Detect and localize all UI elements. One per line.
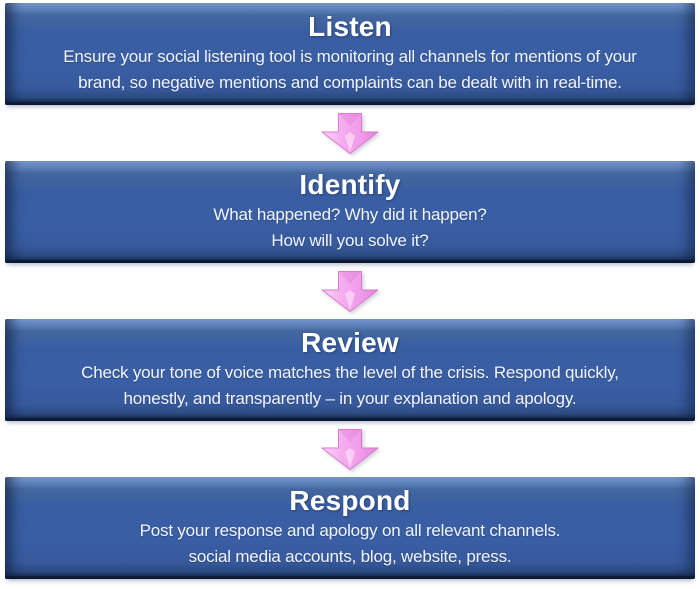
- step-body-line: Check your tone of voice matches the lev…: [81, 363, 619, 382]
- step-box: Listen Ensure your social listening tool…: [5, 3, 695, 105]
- connector-row: [0, 421, 700, 477]
- step-respond: Respond Post your response and apology o…: [0, 477, 700, 579]
- down-arrow-icon: [321, 270, 379, 312]
- step-body-line: Post your response and apology on all re…: [139, 521, 561, 540]
- step-listen: Listen Ensure your social listening tool…: [0, 3, 700, 105]
- step-body-line: honestly, and transparently – in your ex…: [123, 389, 577, 408]
- connector-row: [0, 263, 700, 319]
- step-review: Review Check your tone of voice matches …: [0, 319, 700, 421]
- step-title: Identify: [299, 169, 401, 200]
- step-title: Review: [301, 327, 399, 358]
- step-box: Respond Post your response and apology o…: [5, 477, 695, 579]
- step-title: Listen: [308, 11, 392, 42]
- step-body-line: Ensure your social listening tool is mon…: [63, 47, 637, 66]
- step-body-line: How will you solve it?: [271, 231, 429, 250]
- step-body-line: social media accounts, blog, website, pr…: [188, 547, 512, 566]
- step-box: Review Check your tone of voice matches …: [5, 319, 695, 421]
- connector-row: [0, 105, 700, 161]
- step-body-line: brand, so negative mentions and complain…: [78, 73, 622, 92]
- down-arrow-icon: [321, 112, 379, 154]
- down-arrow-icon: [321, 428, 379, 470]
- step-box: Identify What happened? Why did it happe…: [5, 161, 695, 263]
- step-title: Respond: [289, 485, 411, 516]
- step-body-line: What happened? Why did it happen?: [213, 205, 487, 224]
- step-identify: Identify What happened? Why did it happe…: [0, 161, 700, 263]
